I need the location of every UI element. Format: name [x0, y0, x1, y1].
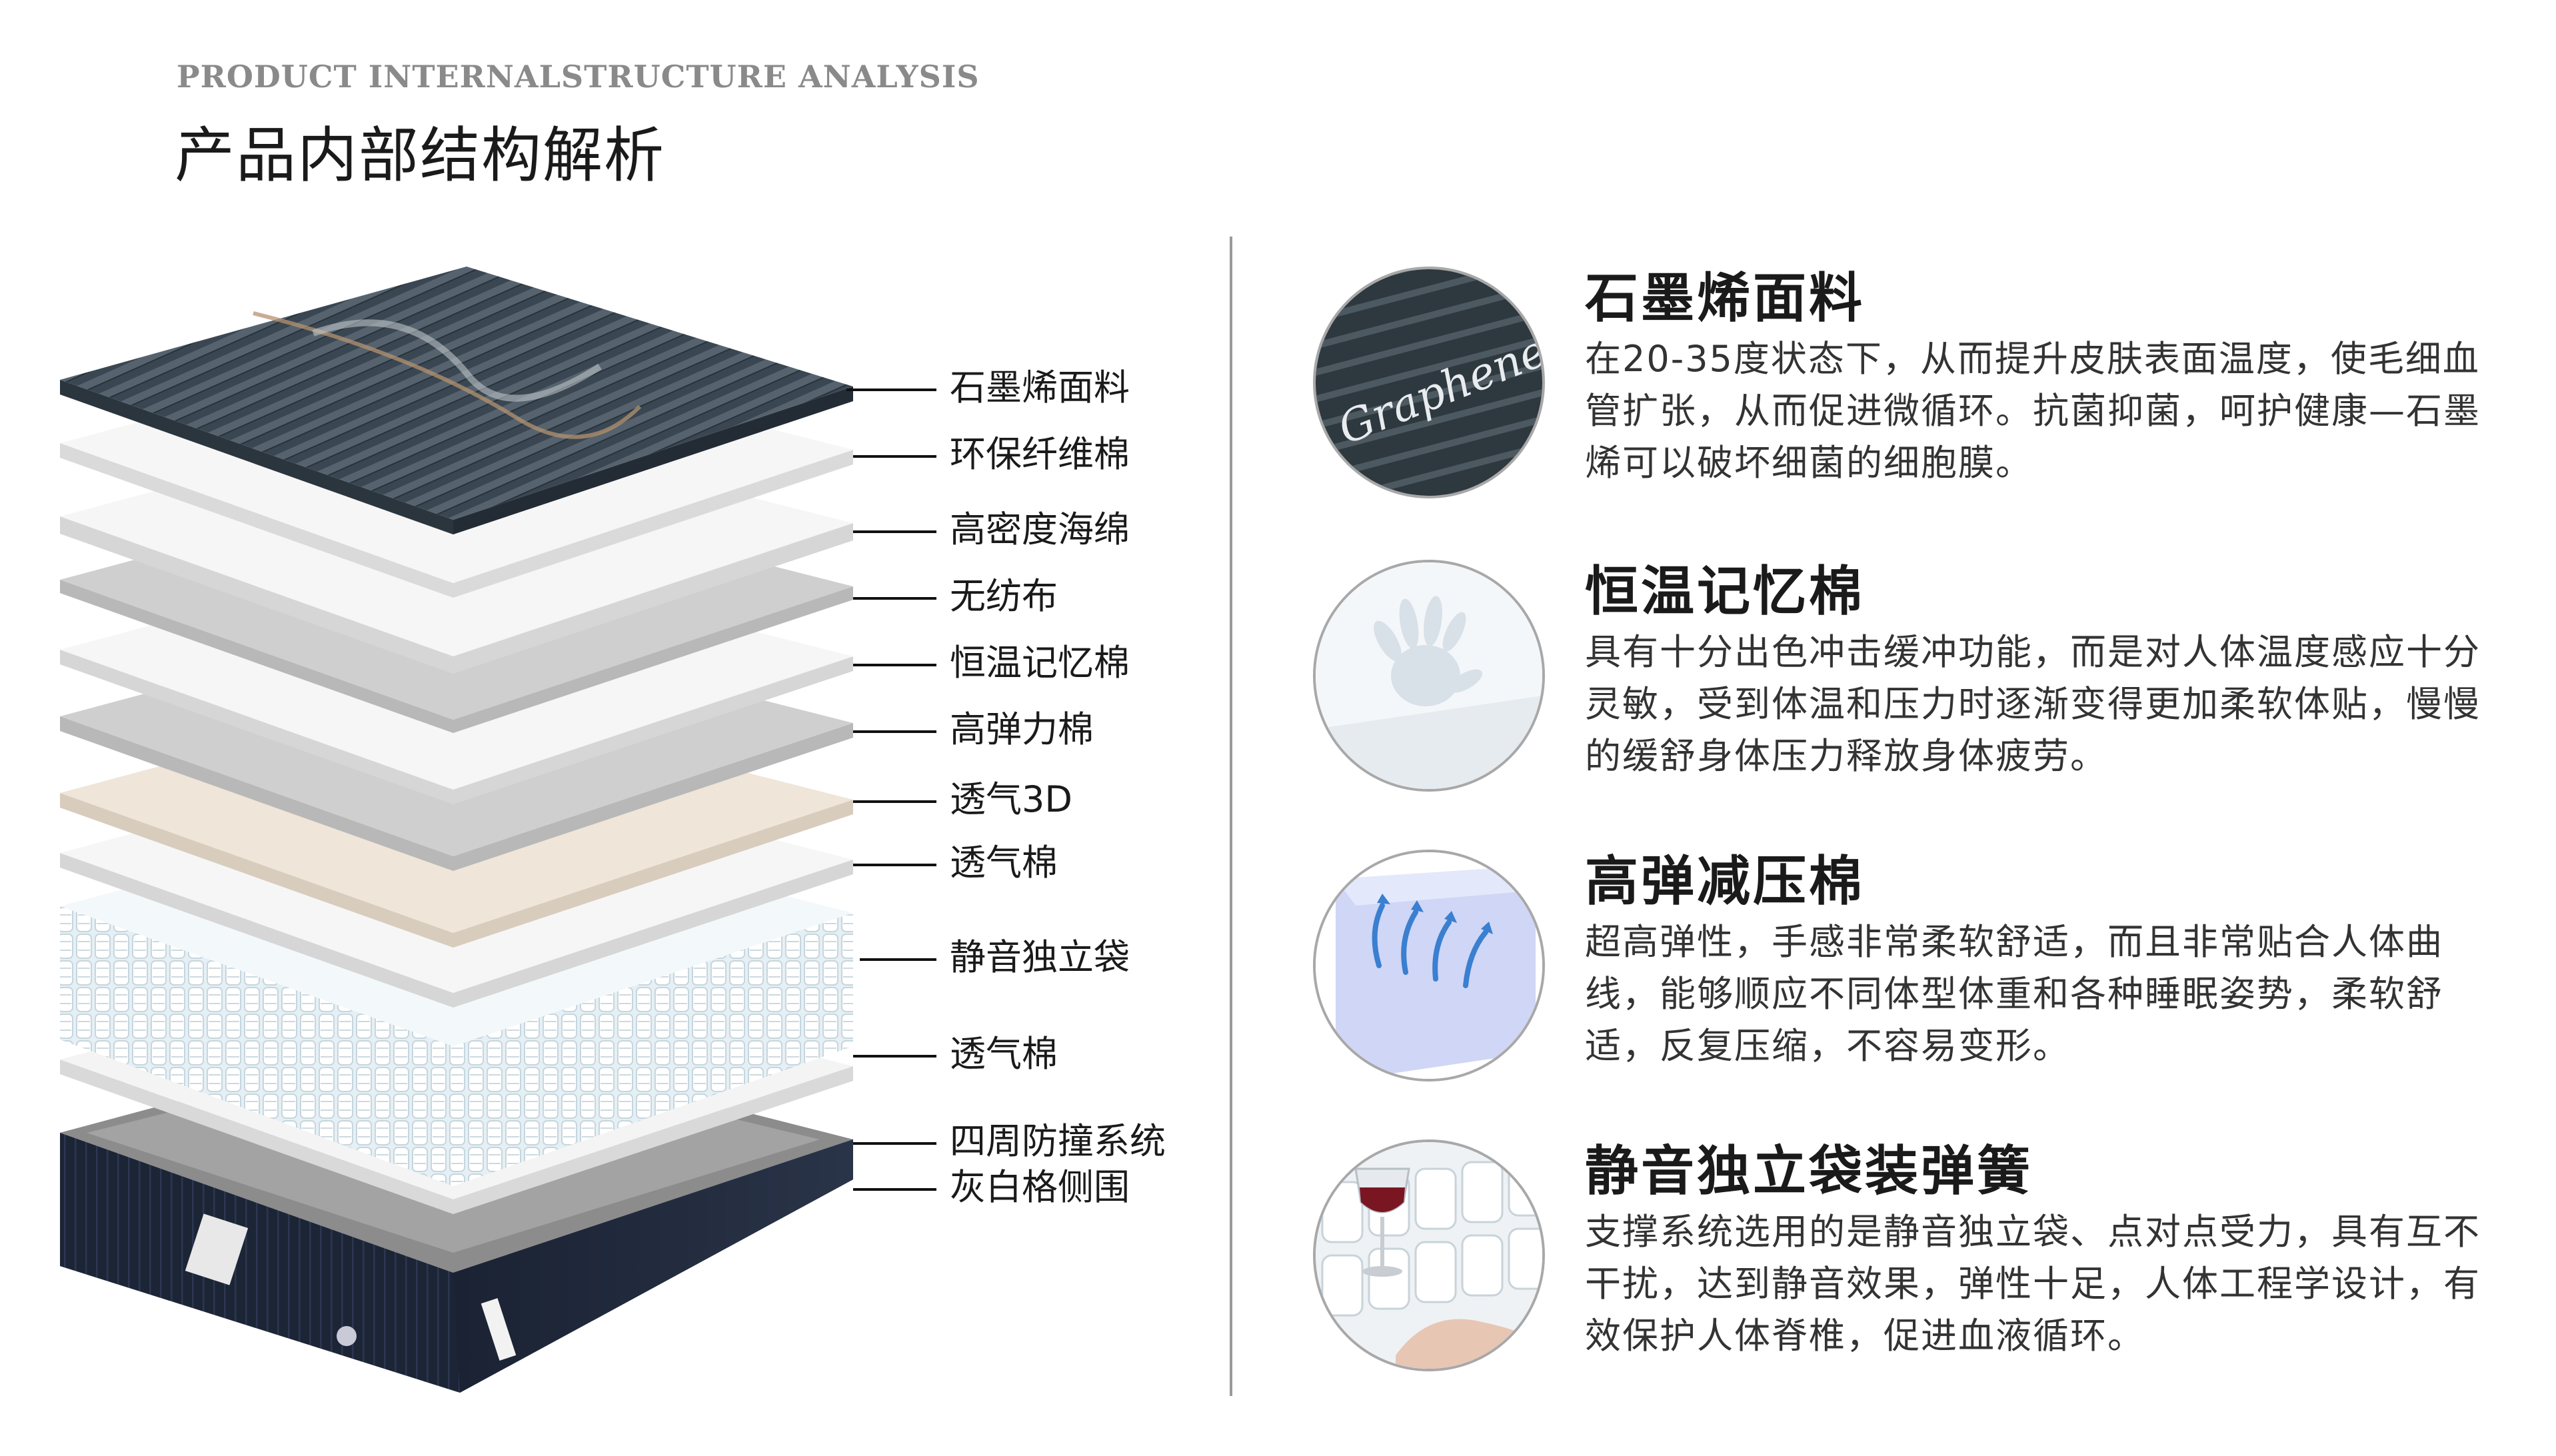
leader-lines — [846, 388, 936, 1191]
graphene-fabric-icon: Graphene — [1313, 267, 1545, 498]
layer-label: 高弹力棉 — [950, 708, 1094, 750]
mattress-exploded-diagram — [60, 267, 936, 1393]
feature-title: 石墨烯面料 — [1585, 267, 1865, 329]
vertical-divider — [1230, 237, 1232, 1396]
feature-memory-foam: 恒温记忆棉 具有十分出色冲击缓冲功能，而是对人体温度感应十分灵敏，受到体温和压力… — [1313, 560, 2539, 800]
feature-high-resilience: 高弹减压棉 超高弹性，手感非常柔软舒适，而且非常贴合人体曲线，能够顺应不同体型体… — [1313, 850, 2539, 1090]
feature-pocket-spring: 静音独立袋装弹簧 支撑系统选用的是静音独立袋、点对点受力，具有互不干扰，达到静音… — [1313, 1139, 2539, 1379]
page-title: 产品内部结构解析 — [175, 121, 665, 191]
layer-stack — [60, 267, 853, 1393]
feature-description: 具有十分出色冲击缓冲功能，而是对人体温度感应十分灵敏，受到体温和压力时逐渐变得更… — [1585, 631, 2481, 777]
graphene-top-layer — [60, 267, 853, 534]
layer-label: 透气棉 — [950, 1033, 1058, 1075]
feature-description: 支撑系统选用的是静音独立袋、点对点受力，具有互不干扰，达到静音效果，弹性十足，人… — [1585, 1211, 2481, 1357]
layer-label: 透气3D — [950, 778, 1072, 820]
feature-title: 高弹减压棉 — [1585, 850, 1865, 912]
layer-label: 恒温记忆棉 — [950, 642, 1130, 684]
layer-label: 静音独立袋 — [950, 936, 1130, 978]
layer-label: 无纺布 — [950, 575, 1058, 617]
high-resilience-foam-icon — [1313, 850, 1545, 1082]
feature-title: 恒温记忆棉 — [1585, 560, 1865, 622]
feature-description: 超高弹性，手感非常柔软舒适，而且非常贴合人体曲线，能够顺应不同体型体重和各种睡眠… — [1585, 921, 2443, 1067]
layer-label: 灰白格侧围 — [950, 1166, 1130, 1208]
pocket-spring-wineglass-icon — [1313, 1139, 1545, 1371]
feature-description: 在20-35度状态下，从而提升皮肤表面温度，使毛细血管扩张，从而促进微循环。抗菌… — [1585, 338, 2481, 484]
layer-label: 环保纤维棉 — [950, 433, 1130, 475]
layer-label: 高密度海绵 — [950, 508, 1130, 550]
layer-label: 石墨烯面料 — [950, 366, 1130, 408]
feature-title: 静音独立袋装弹簧 — [1585, 1140, 2033, 1202]
layer-label: 四周防撞系统 — [950, 1120, 1166, 1162]
section-kicker: PRODUCT INTERNALSTRUCTURE ANALYSIS — [177, 59, 980, 95]
layer-label: 透气棉 — [950, 842, 1058, 884]
feature-graphene: Graphene 石墨烯面料 在20-35度状态下，从而提升皮肤表面温度，使毛细… — [1313, 267, 2539, 506]
memory-foam-handprint-icon — [1313, 560, 1545, 792]
